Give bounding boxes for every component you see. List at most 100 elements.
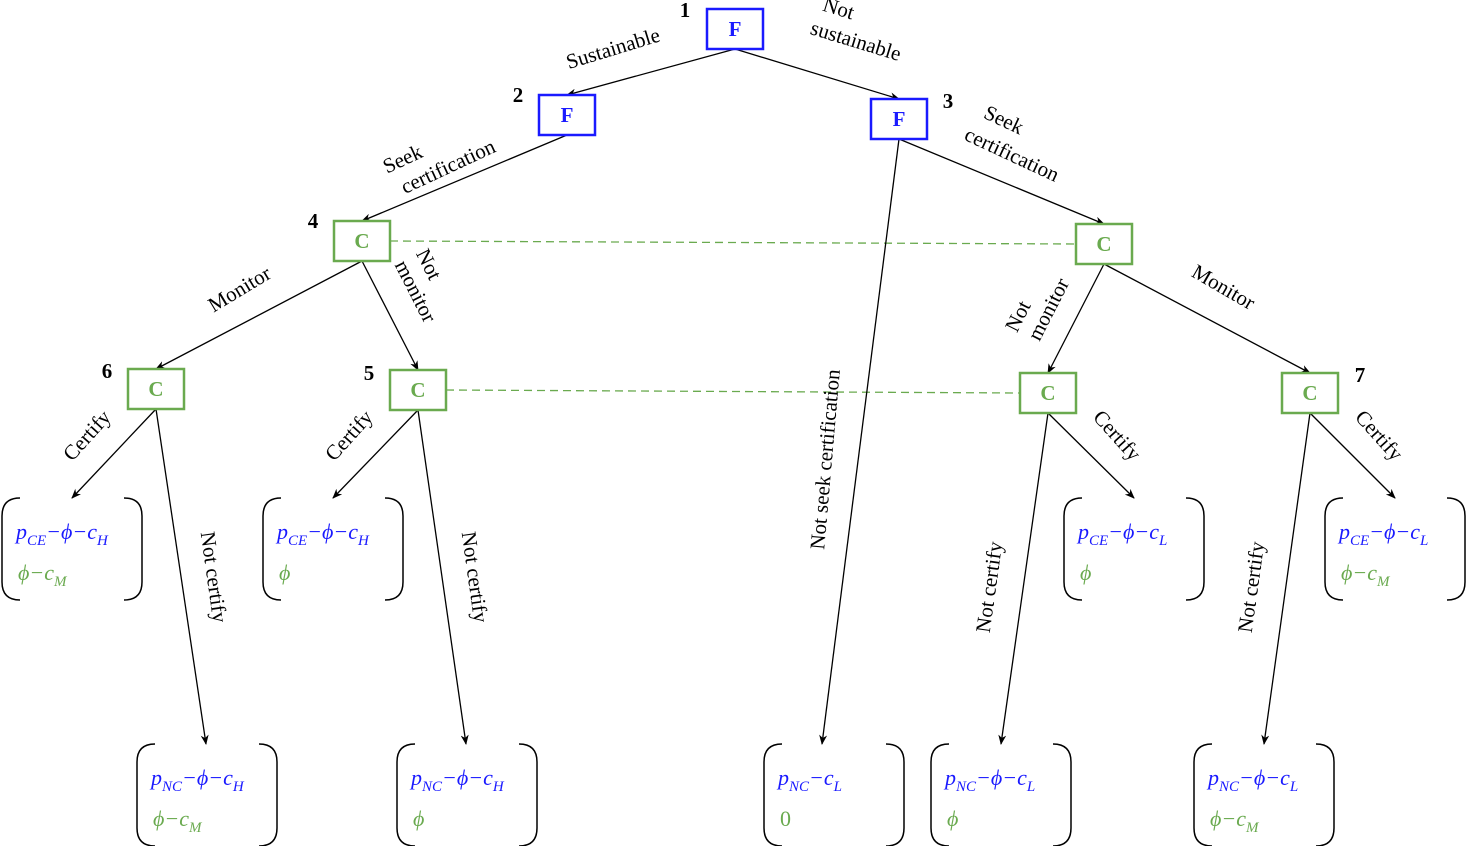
left-bracket [1, 497, 21, 601]
edge-label-text: Monitor [204, 261, 275, 317]
edge-label-text: Certify [1088, 405, 1146, 466]
node-box [332, 219, 392, 263]
node-box [1074, 222, 1134, 266]
player-label: C [410, 378, 425, 402]
edge-label-text: sustainable [808, 16, 904, 66]
player-label: F [729, 17, 742, 41]
certifier-payoff: ϕ [947, 806, 958, 831]
information-set-line [389, 240, 1077, 245]
edge-label: Monitor [204, 261, 275, 317]
edge-label: Not certify [457, 530, 494, 624]
edge-n4b-n5b [1047, 263, 1105, 374]
edge-label-text: Not certify [971, 540, 1008, 634]
firm-payoff: pCE−ϕ−cH [14, 519, 109, 549]
left-bracket [136, 743, 156, 846]
edge-n6-t6n [155, 408, 209, 745]
node-number: 2 [513, 83, 524, 107]
node-number: 4 [308, 209, 319, 233]
payoff-vector: pNC−ϕ−cH ϕ−cM [136, 743, 278, 846]
certifier-payoff: ϕ−cM [153, 806, 203, 836]
player-label: C [1302, 381, 1317, 405]
firm-payoff: pNC−ϕ−cH [149, 765, 245, 795]
edge-label-text: Monitor [1188, 259, 1260, 314]
edge-label-text: Not seek certification [805, 368, 845, 551]
player-label: F [893, 107, 906, 131]
node-box [388, 368, 448, 412]
right-bracket [384, 497, 404, 601]
right-bracket [518, 743, 538, 846]
certifier-payoff: ϕ−cM [1210, 806, 1260, 836]
payoff-vector: pCE−ϕ−cHϕ [262, 497, 404, 601]
right-bracket [885, 743, 905, 846]
certifier-decision-node: C [126, 367, 186, 411]
edge-label: Monitor [1188, 259, 1260, 314]
payoff-vector: pNC−cL 0 [763, 743, 905, 846]
certifier-decision-node: C [1074, 222, 1134, 266]
left-bracket [396, 743, 416, 846]
player-label: C [148, 377, 163, 401]
firm-payoff: pCE−ϕ−cL [1076, 519, 1167, 549]
edge-label: Certify [58, 405, 116, 466]
left-bracket [763, 743, 783, 846]
edge-n4-n6 [155, 260, 363, 370]
edge-label-text: Certify [1350, 405, 1408, 466]
certifier-decision-node: C [388, 368, 448, 412]
player-label: C [354, 229, 369, 253]
edge-label: Certify [320, 405, 378, 466]
edge-label: Not certify [971, 540, 1008, 634]
right-bracket [1185, 497, 1205, 601]
node-box [126, 367, 186, 411]
edge-label-text: Sustainable [563, 23, 663, 74]
left-bracket [1324, 497, 1344, 601]
node-number: 5 [364, 361, 375, 385]
information-set-line [445, 389, 1021, 394]
edge-n1-n3 [734, 48, 900, 101]
node-number: 3 [943, 89, 954, 113]
payoff-vector: pCE−ϕ−cL ϕ−cM [1324, 497, 1466, 601]
edge-label: Sustainable [563, 23, 663, 74]
payoff-vector: pCE−ϕ−cHϕ−cM [1, 497, 143, 601]
node-box [537, 93, 597, 137]
edge-n3-t_ns [819, 138, 900, 745]
player-label: F [561, 103, 574, 127]
certifier-payoff: 0 [780, 806, 791, 831]
certifier-decision-node: C [332, 219, 392, 263]
firm-payoff: pNC−ϕ−cH [409, 765, 505, 795]
certifier-payoff: ϕ−cM [1341, 560, 1391, 590]
edge-n6-t6c [71, 408, 157, 499]
payoff-vector: pNC−ϕ−cH ϕ [396, 743, 538, 846]
certifier-payoff: ϕ [1080, 560, 1091, 585]
edge-n5-t5n [417, 409, 469, 745]
right-bracket [1052, 743, 1072, 846]
node-number: 6 [102, 359, 113, 383]
player-label: C [1040, 381, 1055, 405]
node-box [869, 97, 929, 141]
edge-n1-n2 [566, 48, 736, 97]
payoff-vector: pNC−ϕ−cLϕ−cM [1193, 743, 1335, 846]
edge-label-text: Not certify [1233, 540, 1270, 634]
certifier-decision-node: C [1280, 371, 1340, 415]
certifier-decision-node: C [1018, 371, 1078, 415]
firm-payoff: pNC−cL [776, 765, 842, 795]
edge-n5b-t5bn [998, 412, 1049, 745]
certifier-payoff: ϕ [413, 806, 424, 831]
certifier-payoff: ϕ [279, 560, 290, 585]
right-bracket [123, 497, 143, 601]
payoff-vector: pNC−ϕ−cLϕ [930, 743, 1072, 846]
edge-label: Not certify [1233, 540, 1270, 634]
edge-n4b-n7 [1103, 263, 1311, 374]
left-bracket [1193, 743, 1213, 846]
left-bracket [930, 743, 950, 846]
edge-label: Not seek certification [805, 368, 845, 551]
firm-payoff: pCE−ϕ−cL [1337, 519, 1428, 549]
edge-label-text: Certify [58, 405, 116, 466]
firm-decision-node: F [869, 97, 929, 141]
edge-label-text: Certify [320, 405, 378, 466]
edge-n5-t5c [332, 409, 419, 499]
edge-n3-n4b [898, 138, 1105, 225]
node-number: 7 [1355, 363, 1366, 387]
